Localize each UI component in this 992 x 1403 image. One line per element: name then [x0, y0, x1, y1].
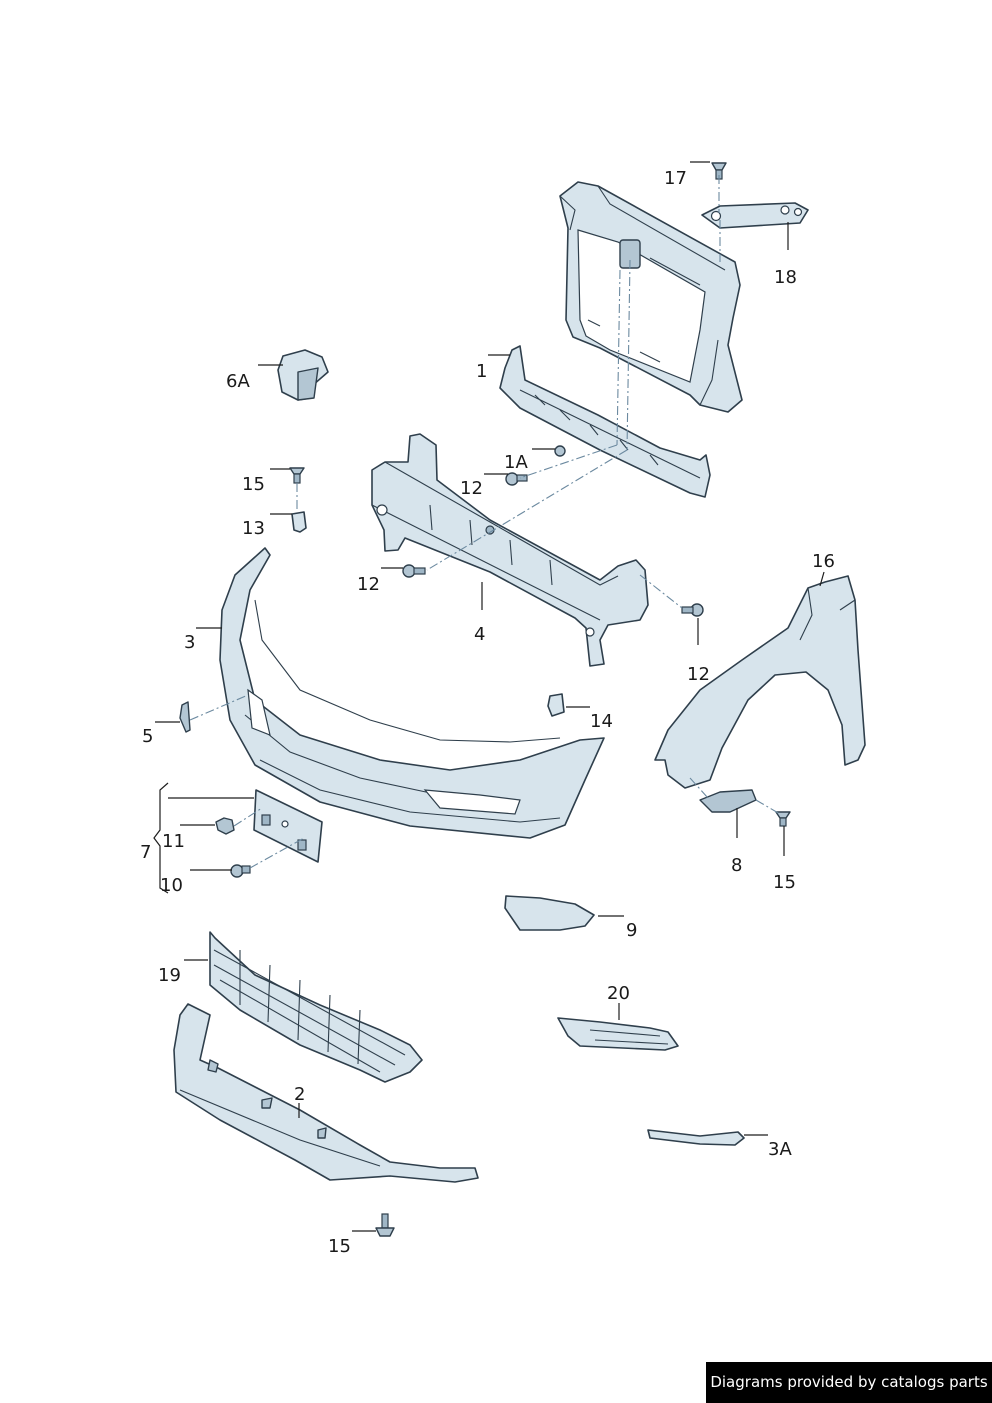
- part-3-bumper-cover: [219, 547, 605, 839]
- part-1a-clip: [554, 445, 566, 457]
- part-15-screw-upper: [289, 467, 305, 484]
- lock-carrier: [559, 181, 743, 413]
- part-3a-trim-strip: [647, 1129, 745, 1146]
- part-19-lower-grille: [209, 931, 423, 1083]
- callout-1: 1: [476, 361, 487, 382]
- part-15-screw-bottom: [375, 1213, 395, 1237]
- callout-13: 13: [242, 518, 265, 539]
- callout-14: 14: [590, 711, 613, 732]
- callout-15-upper: 15: [242, 474, 265, 495]
- callout-4: 4: [474, 624, 485, 645]
- part-14-clip: [547, 693, 565, 717]
- callout-3: 3: [184, 632, 195, 653]
- part-18-bracket: [701, 202, 809, 229]
- part-2-spoiler: [173, 1003, 479, 1183]
- callout-11: 11: [162, 831, 185, 852]
- callout-3a: 3A: [768, 1139, 792, 1160]
- callout-17: 17: [664, 168, 687, 189]
- callout-15-bottom: 15: [328, 1236, 351, 1257]
- part-16-fender: [654, 575, 866, 789]
- callout-5: 5: [142, 726, 153, 747]
- callout-12-upper: 12: [460, 478, 483, 499]
- callout-20: 20: [607, 983, 630, 1004]
- callout-12-right: 12: [687, 664, 710, 685]
- part-17-screw: [711, 162, 727, 180]
- part-10-screw: [230, 864, 251, 878]
- part-7-license-plate-bracket: [253, 789, 323, 863]
- part-15-screw-right: [775, 811, 791, 827]
- callout-2: 2: [294, 1084, 305, 1105]
- part-4-impact-beam: [371, 433, 649, 667]
- callout-18: 18: [774, 267, 797, 288]
- part-13-nut: [291, 511, 307, 533]
- part-8-bracket: [699, 789, 757, 813]
- callout-15-right: 15: [773, 872, 796, 893]
- callout-16: 16: [812, 551, 835, 572]
- callout-12-left: 12: [357, 574, 380, 595]
- callout-1a: 1A: [504, 452, 528, 473]
- callout-7: 7: [140, 842, 151, 863]
- callout-8: 8: [731, 855, 742, 876]
- callout-9: 9: [626, 920, 637, 941]
- part-6a-cap: [277, 349, 329, 401]
- part-5-bracket: [179, 701, 191, 733]
- part-1-guide-rail: [499, 345, 711, 498]
- assembly-lines: [189, 175, 781, 869]
- part-9-bracket: [504, 895, 595, 931]
- callout-labels: 17 18 6A 1 1A 12 15 13 12 4 3 12 16 5 14…: [140, 168, 835, 1257]
- callout-19: 19: [158, 965, 181, 986]
- part-11-expanding-rivet: [215, 817, 235, 835]
- callout-6a: 6A: [226, 371, 250, 392]
- callout-10: 10: [160, 875, 183, 896]
- leader-lines: [153, 161, 825, 1232]
- part-12-screw-upper: [505, 472, 528, 486]
- part-12-screw-left: [402, 564, 426, 578]
- part-12-screw-right: [681, 603, 704, 617]
- credit-banner: Diagrams provided by catalogs parts: [706, 1362, 992, 1403]
- part-20-grille-insert: [557, 1017, 679, 1051]
